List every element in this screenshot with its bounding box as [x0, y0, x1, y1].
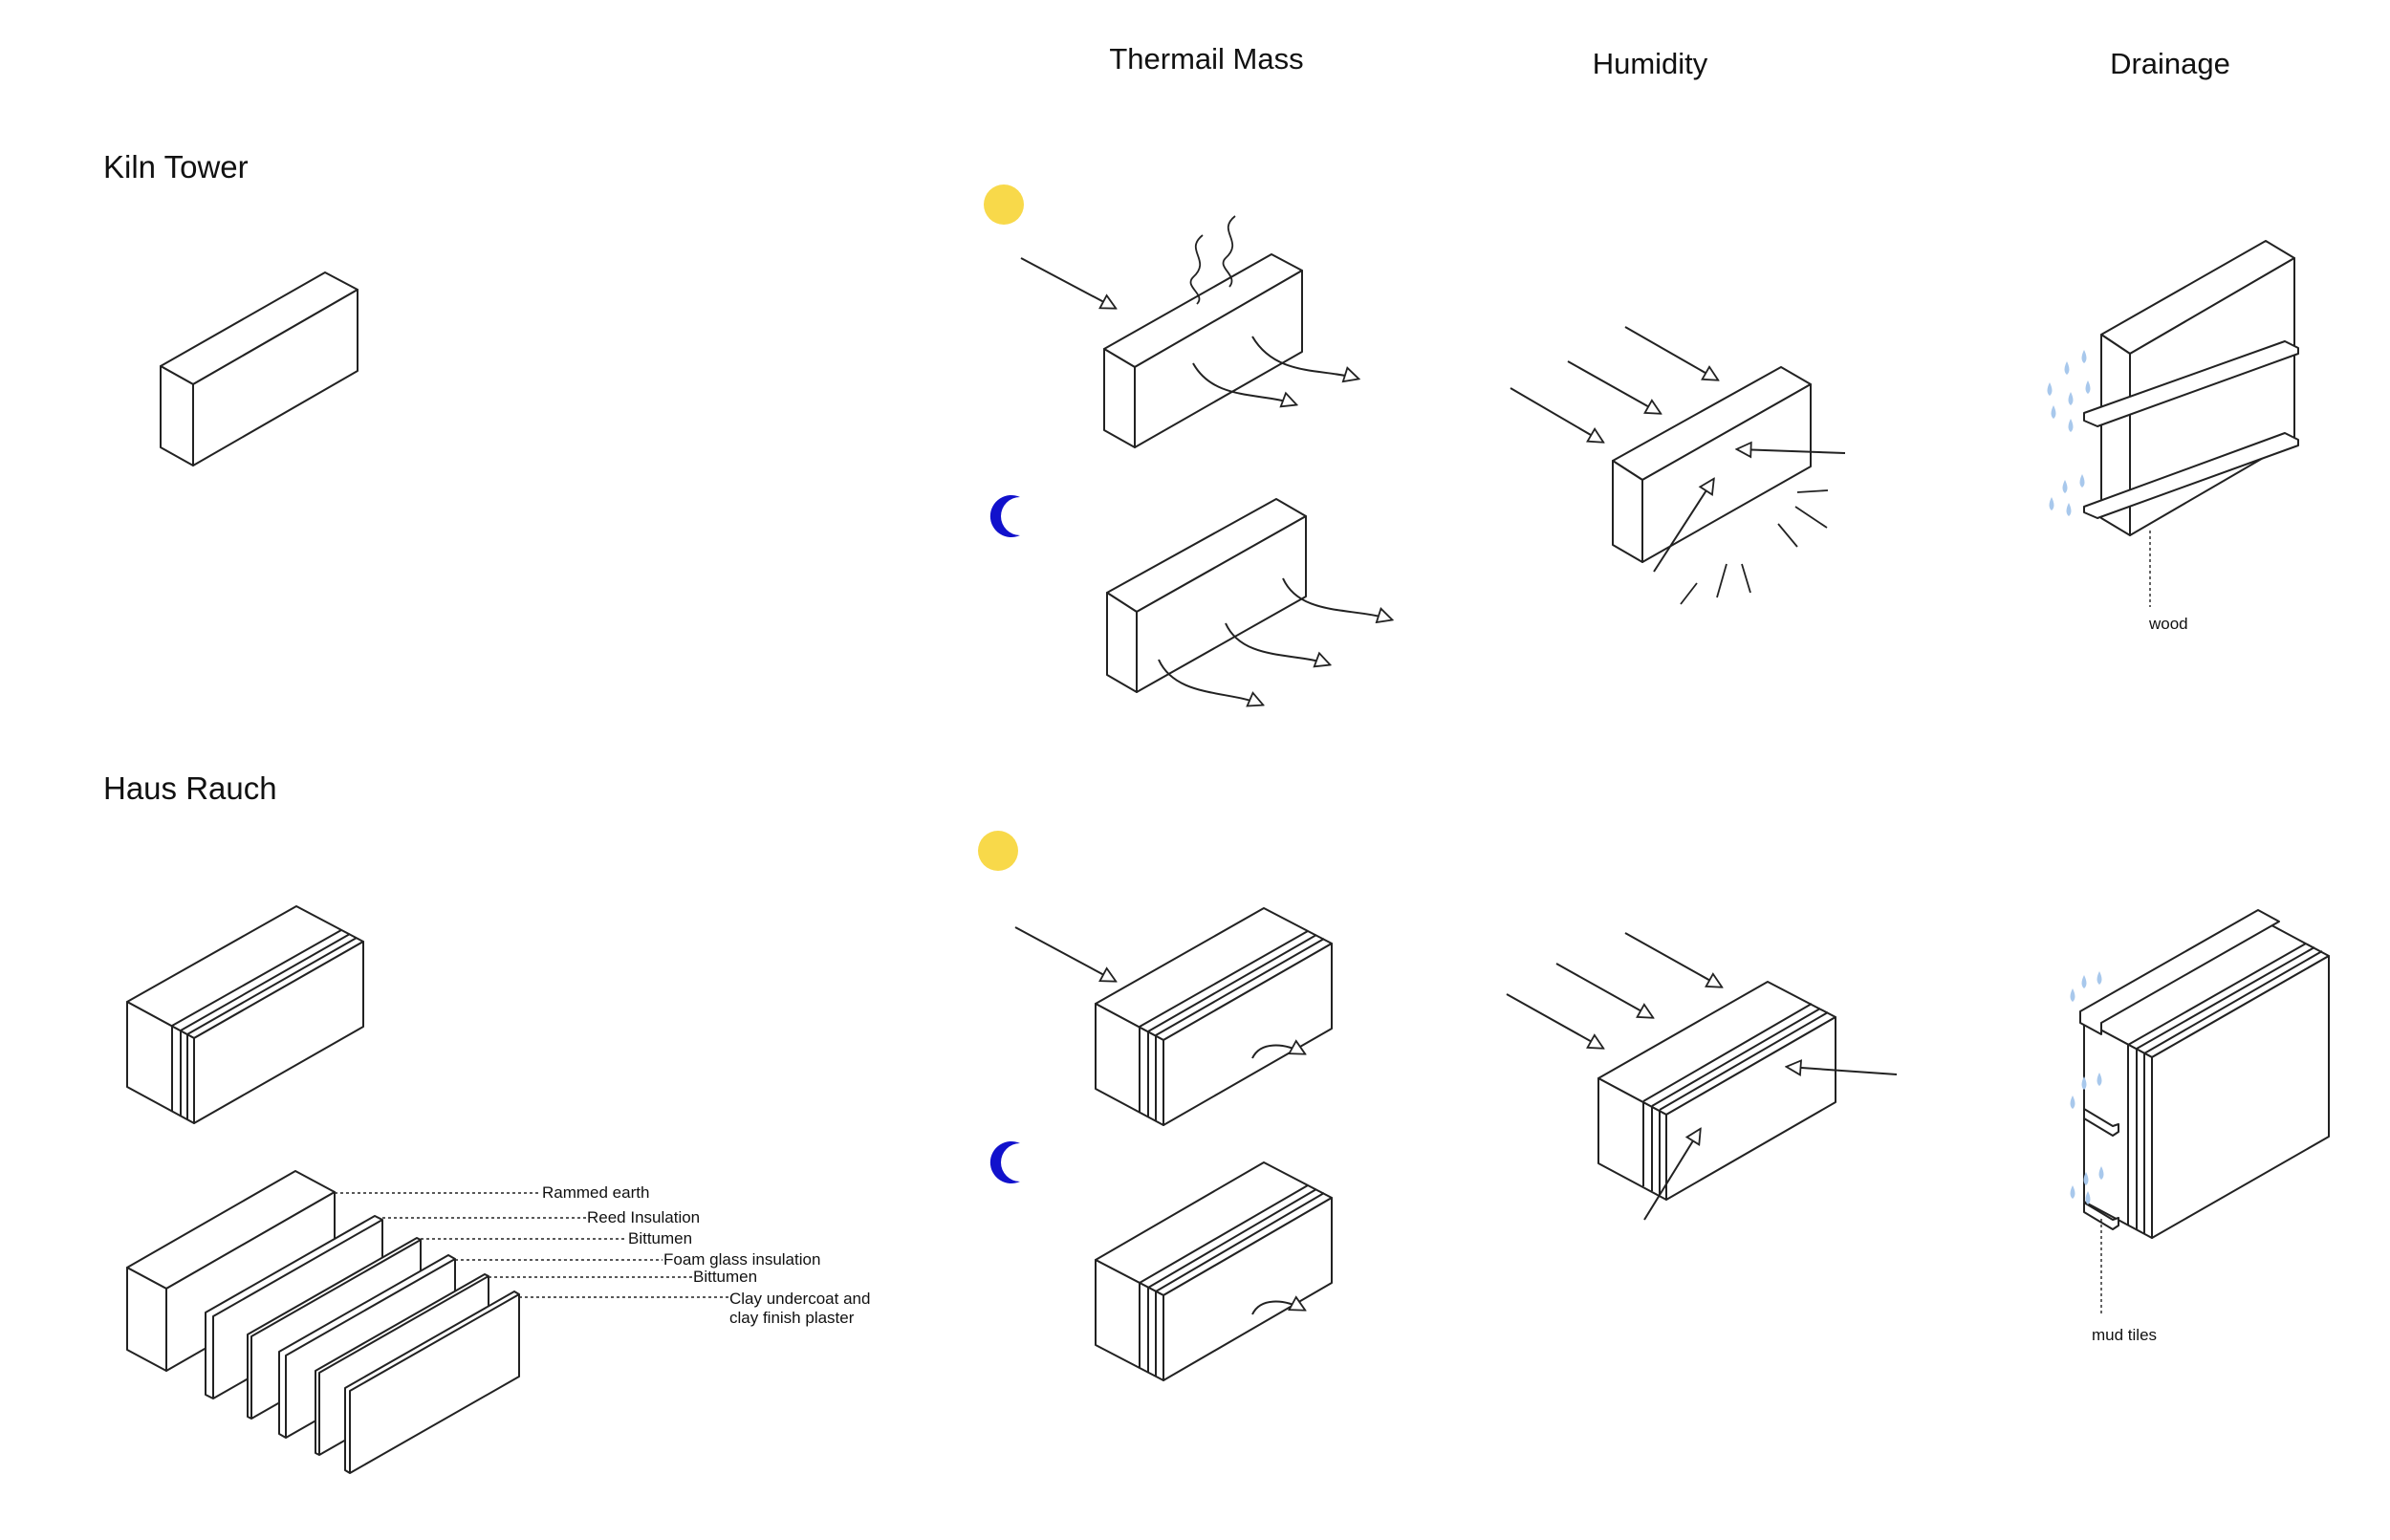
kiln-humidity-arrow-3 [1624, 326, 1717, 380]
haus-day-flow [1251, 1046, 1304, 1059]
row-title-haus-rauch: Haus Rauch [103, 770, 277, 806]
haus-humidity-block [1597, 981, 1836, 1201]
sun-icon [984, 184, 1024, 225]
layer-label-clay-2: clay finish plaster [729, 1309, 855, 1327]
haus-thermal-night-block [1095, 1161, 1333, 1381]
kiln-night-flow-2 [1225, 622, 1329, 664]
kiln-drainage-wood-ledge-1 [2083, 340, 2299, 427]
kiln-day-heat-wave-2 [1222, 215, 1236, 288]
kiln-day-heat-wave-1 [1189, 234, 1204, 305]
kiln-tower-block [160, 271, 358, 466]
layer-label-reed-insulation: Reed Insulation [587, 1208, 700, 1226]
column-title-drainage: Drainage [2110, 47, 2230, 80]
kiln-day-flow-2 [1251, 336, 1358, 379]
haus-humidity-arrow-5 [1643, 1130, 1700, 1221]
drainage-label-mud-tiles: mud tiles [2092, 1326, 2157, 1344]
layer-label-bittumen-2: Bittumen [693, 1268, 757, 1286]
row-title-kiln-tower: Kiln Tower [103, 149, 249, 184]
layer-leader-lines [335, 1192, 728, 1298]
layer-label-rammed-earth: Rammed earth [542, 1183, 649, 1202]
drainage-label-wood: wood [2148, 615, 2188, 633]
kiln-thermal-day-block [1103, 253, 1303, 448]
kiln-humidity-arrow-4 [1738, 449, 1846, 453]
kiln-rain-drops [2047, 350, 2091, 516]
haus-humidity-arrow-3 [1624, 932, 1721, 987]
kiln-humidity-rays [1680, 489, 1829, 605]
haus-drainage-block [2083, 919, 2330, 1239]
haus-rauch-exploded-layers [126, 1170, 520, 1474]
kiln-humidity-arrow-1 [1510, 387, 1602, 442]
haus-rauch-block [126, 905, 364, 1124]
sun-icon [978, 831, 1018, 871]
haus-humidity-arrow-2 [1555, 963, 1652, 1017]
kiln-humidity-block [1612, 366, 1812, 563]
column-title-thermal-mass: Thermail Mass [1109, 42, 1303, 76]
kiln-night-flow-1 [1158, 659, 1262, 705]
kiln-drainage-block [2100, 240, 2295, 536]
moon-icon [989, 1141, 1020, 1184]
kiln-day-flow-1 [1192, 362, 1295, 404]
haus-rain-drops [2070, 971, 2104, 1204]
kiln-day-sun-arrow [1020, 257, 1115, 308]
haus-drainage-tile-mid [2083, 1108, 2119, 1137]
haus-day-sun-arrow [1014, 926, 1115, 981]
haus-thermal-day-block [1095, 907, 1333, 1126]
moon-icon [989, 495, 1020, 537]
kiln-night-flow-3 [1282, 577, 1391, 619]
layer-label-clay-1: Clay undercoat and [729, 1290, 870, 1308]
haus-drainage-tile-top [2079, 909, 2280, 1035]
haus-humidity-arrow-1 [1506, 993, 1602, 1048]
kiln-humidity-arrow-2 [1567, 360, 1660, 413]
haus-night-flow [1251, 1302, 1304, 1315]
kiln-thermal-night-block [1106, 498, 1307, 693]
haus-humidity-arrow-4 [1788, 1067, 1898, 1074]
haus-drainage-tile-low [2083, 1202, 2119, 1230]
kiln-drainage-wood-ledge-2 [2083, 432, 2299, 519]
layer-label-foam-glass: Foam glass insulation [663, 1250, 820, 1269]
layer-label-bittumen-1: Bittumen [628, 1229, 692, 1247]
column-title-humidity: Humidity [1593, 47, 1708, 80]
kiln-humidity-arrow-5 [1653, 480, 1713, 573]
